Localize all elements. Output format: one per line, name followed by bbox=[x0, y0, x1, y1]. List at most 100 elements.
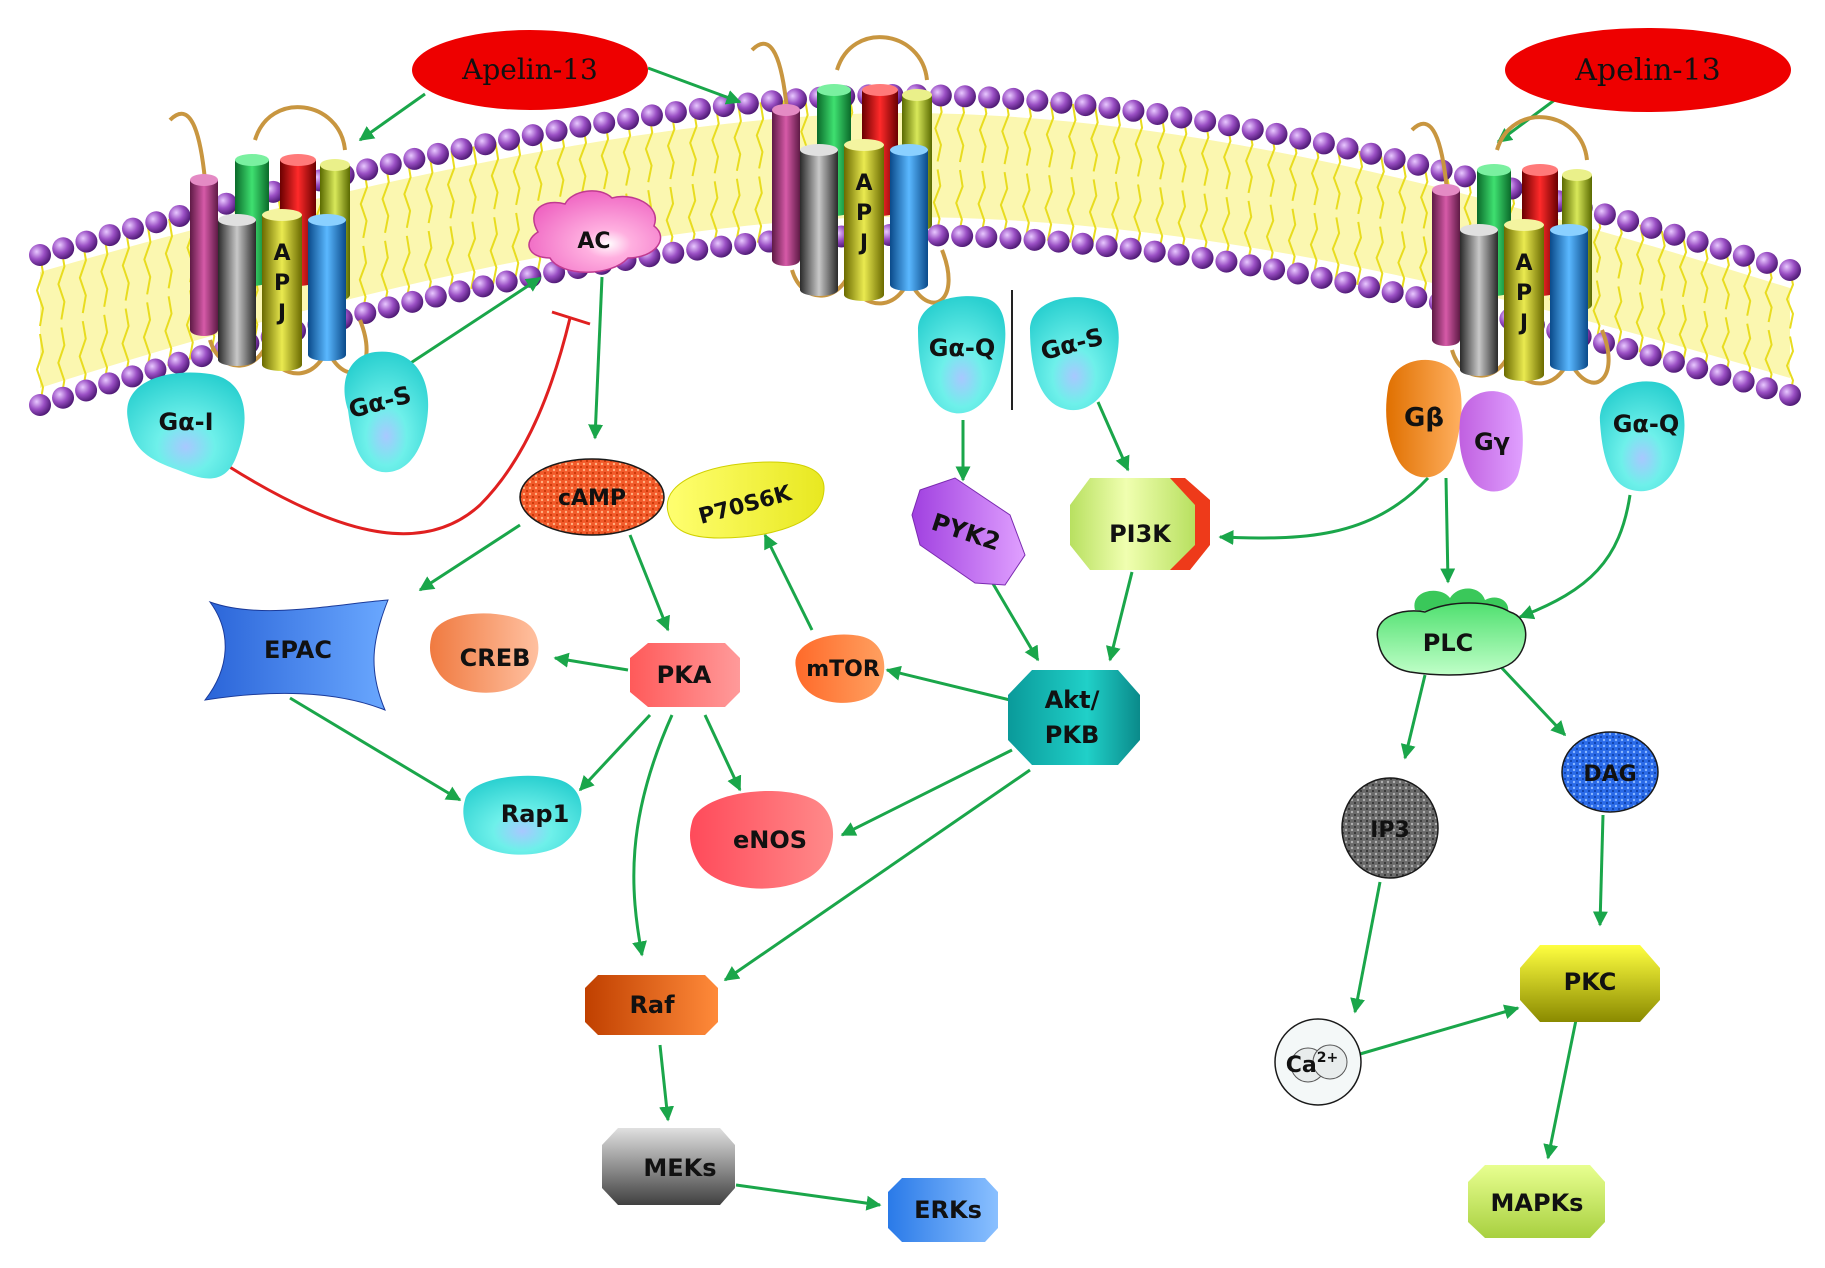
helix-base bbox=[772, 254, 800, 266]
lipid-head-outer bbox=[403, 147, 426, 170]
akt-label-line2: PKB bbox=[1045, 721, 1099, 749]
pka-node: PKA bbox=[630, 643, 740, 707]
lipid-tail bbox=[1721, 250, 1730, 310]
lipid-head-outer bbox=[688, 97, 711, 120]
lipid-tail bbox=[468, 146, 478, 214]
lipid-tail bbox=[490, 142, 500, 210]
lipid-head-outer bbox=[1241, 118, 1264, 141]
lipid-tail bbox=[424, 230, 433, 299]
epac-node: EPAC bbox=[203, 599, 389, 711]
lipid-head-outer bbox=[379, 153, 402, 176]
lipid-head-outer bbox=[521, 124, 544, 147]
helix-base bbox=[308, 349, 346, 361]
lipid-tail bbox=[142, 302, 152, 373]
lipid-head-inner bbox=[1662, 350, 1685, 373]
rap1-node: Rap1 bbox=[463, 775, 582, 855]
lipid-tail bbox=[1177, 190, 1187, 256]
apj-letter: J bbox=[276, 301, 286, 326]
lipid-tail bbox=[1201, 121, 1210, 186]
lipid-head-inner bbox=[1779, 384, 1801, 406]
lipid-tail bbox=[1088, 179, 1098, 245]
arrow-gas-to-pi3k bbox=[1096, 401, 1130, 472]
ligand-apelin13-left: Apelin-13 bbox=[412, 30, 648, 110]
lipid-tail bbox=[754, 176, 763, 243]
arrow-epac-to-rap1 bbox=[289, 696, 462, 802]
lipid-tail bbox=[578, 126, 588, 194]
akt-pkb-node: Akt/ PKB bbox=[1008, 670, 1140, 765]
lipid-head-outer bbox=[498, 128, 521, 151]
lipid-tail bbox=[1133, 184, 1142, 250]
lipid-tail bbox=[35, 333, 45, 406]
lipid-head-outer bbox=[356, 158, 379, 181]
svg-text:Ca2+: Ca2+ bbox=[1286, 1050, 1338, 1078]
helix-cap bbox=[1432, 184, 1460, 196]
lipid-head-inner bbox=[1023, 228, 1046, 251]
helix-cylinder bbox=[890, 150, 928, 285]
lipid-head-inner bbox=[29, 394, 51, 416]
lipid-head-inner bbox=[1732, 370, 1755, 393]
lipid-head-inner bbox=[710, 235, 733, 258]
helix-cylinder bbox=[262, 215, 302, 365]
camp-label: cAMP bbox=[558, 486, 626, 511]
apj-letter: A bbox=[273, 241, 290, 266]
enos-node: eNOS bbox=[690, 791, 834, 889]
lipid-tail bbox=[1420, 166, 1429, 229]
meks-label: MEKs bbox=[643, 1154, 716, 1182]
helix-cap bbox=[1504, 219, 1544, 231]
lipid-tail bbox=[1376, 155, 1385, 219]
lipid-tail bbox=[1397, 231, 1406, 295]
helix-cylinder bbox=[772, 110, 800, 260]
arrow-pka-to-creb bbox=[553, 652, 629, 672]
lipid-head-outer bbox=[1050, 91, 1073, 114]
raf-node: Raf bbox=[585, 975, 718, 1035]
lipid-tail bbox=[733, 104, 742, 171]
calcium-label: Ca bbox=[1286, 1053, 1317, 1078]
helix-cylinder bbox=[1504, 225, 1544, 375]
lipid-head-outer bbox=[1217, 114, 1240, 137]
lipid-head-outer bbox=[1312, 132, 1335, 155]
g-alpha-s-left: Gα-S bbox=[344, 351, 429, 473]
lipid-head-inner bbox=[1639, 344, 1662, 367]
lipid-tail bbox=[57, 248, 66, 320]
lipid-head-inner bbox=[190, 345, 213, 368]
dag-node: DAG bbox=[1561, 731, 1659, 813]
lipid-tail bbox=[755, 102, 765, 169]
lipid-head-inner bbox=[1215, 250, 1238, 273]
lipid-tail bbox=[1592, 280, 1601, 342]
lipid-head-outer bbox=[29, 244, 51, 266]
erks-label: ERKs bbox=[914, 1196, 982, 1224]
apj-letter: P bbox=[856, 201, 872, 226]
lipid-head-outer bbox=[1640, 216, 1663, 239]
lipid-tail bbox=[999, 171, 1009, 239]
apj-letter: P bbox=[274, 271, 290, 296]
apj-letter: A bbox=[855, 171, 872, 196]
lipid-head-outer bbox=[145, 211, 168, 234]
apj-receptor-center: APJ bbox=[750, 35, 951, 306]
g-beta: Gβ bbox=[1386, 359, 1462, 478]
ligand-apelin13-right: Apelin-13 bbox=[1505, 28, 1791, 112]
lipid-tail bbox=[164, 218, 174, 289]
lipid-head-outer bbox=[640, 104, 663, 127]
lipid-tail bbox=[1111, 181, 1120, 248]
p70s6k-node: P70S6K bbox=[666, 461, 825, 539]
lipid-head-outer bbox=[953, 85, 976, 108]
lipid-tail bbox=[403, 160, 412, 229]
g-beta-label: Gβ bbox=[1404, 403, 1444, 433]
lipid-head-inner bbox=[951, 225, 974, 248]
lipid-head-outer bbox=[1779, 259, 1801, 281]
helix-cap bbox=[235, 154, 269, 166]
arrow-akt-to-raf bbox=[723, 768, 1031, 982]
arrow-pka-to-rap1 bbox=[578, 713, 652, 792]
plc-node: PLC bbox=[1376, 588, 1527, 676]
g-alpha-s-center: Gα-S bbox=[1030, 297, 1119, 411]
ligand-label-right: Apelin-13 bbox=[1574, 53, 1720, 88]
helix-base bbox=[1460, 364, 1498, 376]
lipid-tail bbox=[57, 327, 66, 399]
helix-cap bbox=[1460, 224, 1498, 236]
arrow-akt-to-enos bbox=[840, 748, 1013, 837]
helix-cap bbox=[1562, 169, 1592, 181]
helix-cap bbox=[902, 89, 932, 101]
dag-label: DAG bbox=[1583, 762, 1636, 787]
apj-letter: P bbox=[1516, 281, 1532, 306]
helix-cap bbox=[218, 214, 256, 226]
